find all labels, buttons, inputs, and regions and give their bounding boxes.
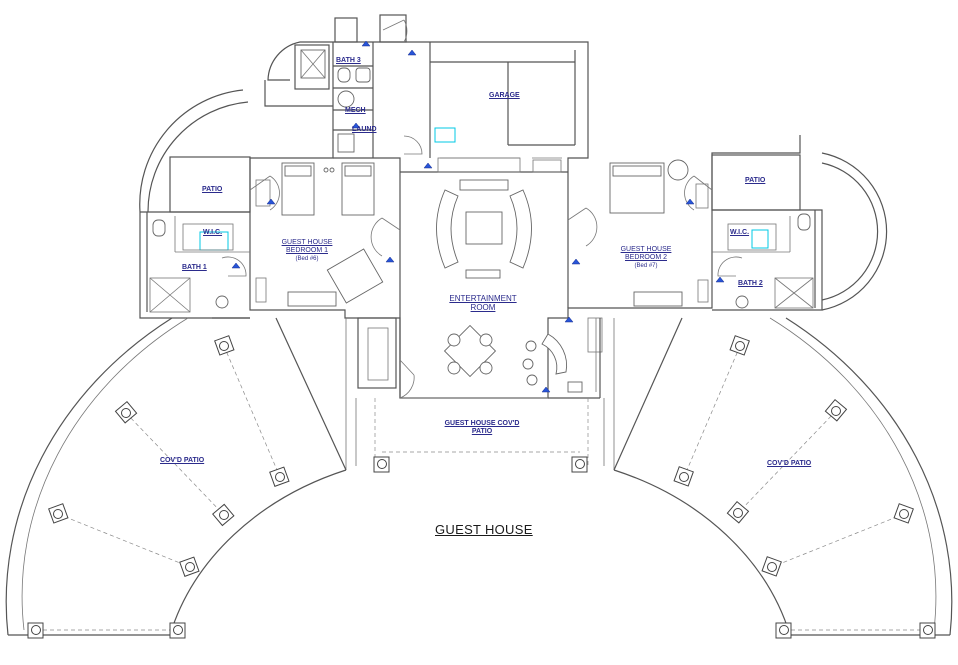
bedroom1-furniture bbox=[255, 162, 384, 307]
bedroom2-furniture bbox=[609, 162, 709, 307]
column-r7 bbox=[761, 556, 782, 577]
entertainment-line1: ENTERTAINMENT bbox=[449, 294, 517, 303]
column-l5 bbox=[269, 466, 290, 487]
column-l4 bbox=[27, 622, 44, 639]
left-covered-patio bbox=[5, 317, 347, 636]
label-wic-right: W.I.C. bbox=[730, 229, 750, 236]
label-covd-patio-right: COV'D PATIO bbox=[767, 460, 812, 467]
center-patio-line2: PATIO bbox=[471, 428, 493, 435]
bedroom2-line2: BEDROOM 2 bbox=[624, 254, 667, 261]
label-wic-left: W.I.C. bbox=[203, 229, 223, 236]
column-l2 bbox=[114, 401, 138, 424]
column-c2 bbox=[571, 456, 588, 473]
right-covered-patio bbox=[613, 317, 953, 636]
label-covd-patio-left: COV'D PATIO bbox=[160, 457, 205, 464]
column-l7 bbox=[179, 556, 200, 577]
label-patio-right: PATIO bbox=[745, 177, 766, 184]
door-swings bbox=[221, 135, 743, 399]
label-bath3: BATH 3 bbox=[336, 57, 361, 64]
bedroom2-line1: GUEST HOUSE bbox=[620, 246, 672, 253]
entertainment-line2: ROOM bbox=[470, 303, 496, 312]
center-patio-line1: GUEST HOUSE COV'D bbox=[444, 420, 520, 427]
column-r3 bbox=[893, 503, 914, 524]
column-r2 bbox=[824, 399, 848, 422]
label-laund: LAUND bbox=[352, 126, 377, 133]
right-wing bbox=[667, 152, 888, 311]
column-r5 bbox=[673, 466, 694, 487]
column-l8 bbox=[169, 622, 186, 639]
bedroom1-note: (Bed #6) bbox=[295, 256, 319, 262]
label-mech: MECH bbox=[345, 107, 366, 114]
column-r4 bbox=[919, 622, 936, 639]
column-r1 bbox=[729, 335, 750, 356]
column-r6 bbox=[726, 501, 750, 524]
entry-curve-left bbox=[139, 41, 333, 213]
label-bath2: BATH 2 bbox=[738, 280, 763, 287]
drawing-title: GUEST HOUSE bbox=[435, 522, 533, 537]
label-bedroom2: GUEST HOUSE BEDROOM 2 (Bed #7) bbox=[611, 246, 681, 270]
bedroom1-line2: BEDROOM 1 bbox=[285, 247, 328, 254]
left-wing bbox=[139, 156, 251, 319]
label-bath1: BATH 1 bbox=[182, 264, 207, 271]
label-bedroom1: GUEST HOUSE BEDROOM 1 (Bed #6) bbox=[272, 239, 342, 263]
column-r8 bbox=[775, 622, 792, 639]
columns bbox=[27, 335, 936, 639]
tag-markers bbox=[231, 40, 725, 393]
column-c1 bbox=[373, 456, 390, 473]
bedroom1-line1: GUEST HOUSE bbox=[281, 239, 333, 246]
exterior-walls bbox=[249, 14, 801, 399]
bedroom2-note: (Bed #7) bbox=[634, 263, 658, 269]
label-center-covered-patio: GUEST HOUSE COV'D PATIO bbox=[438, 420, 526, 436]
label-garage: GARAGE bbox=[489, 92, 520, 99]
entertainment-furniture bbox=[357, 179, 603, 399]
column-l6 bbox=[212, 503, 235, 527]
column-l1 bbox=[214, 335, 235, 356]
center-covered-patio bbox=[345, 318, 615, 470]
column-l3 bbox=[48, 503, 69, 524]
label-entertainment-room: ENTERTAINMENT ROOM bbox=[442, 294, 524, 312]
label-patio-left: PATIO bbox=[202, 186, 223, 193]
